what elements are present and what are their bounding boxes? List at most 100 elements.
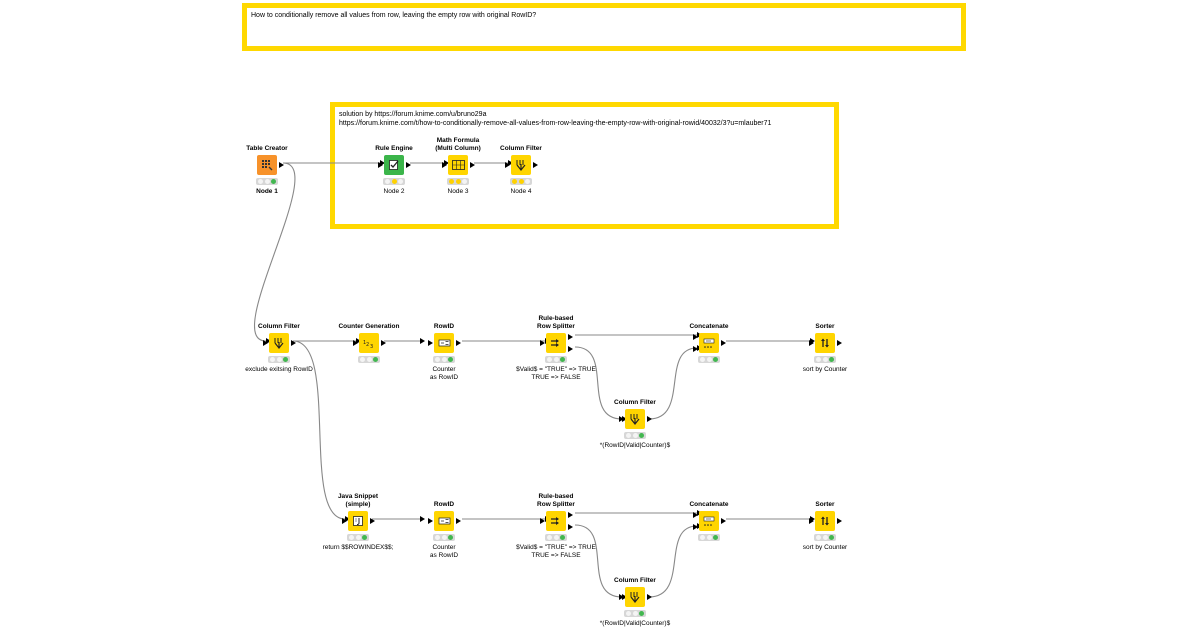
node-column-filter-exclude[interactable]: Column Filter exclude exitsing RowID	[214, 315, 344, 374]
node-status	[545, 534, 567, 541]
input-port[interactable]	[442, 162, 447, 168]
input-port[interactable]	[353, 340, 358, 346]
output-port[interactable]	[837, 340, 842, 346]
input-port[interactable]	[619, 416, 624, 422]
node-label[interactable]: Counter as RowID	[429, 366, 459, 381]
svg-text:2: 2	[366, 342, 369, 348]
output-port[interactable]	[370, 518, 375, 524]
node-status	[347, 534, 369, 541]
output-port[interactable]	[406, 162, 411, 168]
node-label[interactable]: *(RowID|Valid|Counter)$	[599, 620, 671, 627]
node-sorter-1[interactable]: Sorter sort by Counter	[760, 315, 890, 374]
output-port-bottom[interactable]	[568, 346, 573, 352]
node-row-splitter-2[interactable]: Rule-based Row Splitter $Valid$ = "TRUE"…	[491, 485, 621, 560]
node-status	[624, 610, 646, 617]
node-label[interactable]: exclude exitsing RowID	[245, 366, 313, 373]
node-status	[698, 356, 720, 363]
input-port[interactable]	[263, 340, 268, 346]
node-column-filter-2[interactable]: Column Filter *(RowID|Valid|Counter)$	[570, 391, 700, 450]
node-title: Math Formula (Multi Column)	[435, 137, 481, 152]
table-creator-icon	[257, 155, 277, 175]
output-port[interactable]	[470, 162, 475, 168]
output-port[interactable]	[456, 518, 461, 524]
output-port[interactable]	[721, 518, 726, 524]
question-annotation[interactable]: How to conditionally remove all values f…	[242, 3, 966, 51]
output-port-top[interactable]	[568, 512, 573, 518]
input-port[interactable]	[540, 340, 545, 346]
node-status	[433, 534, 455, 541]
node-title: Rule Engine	[375, 145, 413, 152]
node-label[interactable]: $Valid$ = "TRUE" => TRUE TRUE => FALSE	[516, 544, 596, 559]
svg-text:3: 3	[370, 344, 373, 348]
node-column-filter-top[interactable]: Column Filter Node 4	[456, 137, 586, 196]
node-title: Java Snippet (simple)	[337, 493, 379, 508]
input-port[interactable]	[428, 518, 433, 524]
node-title: Concatenate	[689, 323, 729, 330]
node-label[interactable]: sort by Counter	[802, 366, 848, 373]
input-port[interactable]	[378, 162, 383, 168]
node-label[interactable]: return $$ROWINDEX$$;	[322, 544, 394, 551]
rowid-icon	[434, 511, 454, 531]
output-port-bottom[interactable]	[568, 524, 573, 530]
node-title: Table Creator	[246, 145, 288, 152]
node-concatenate-2[interactable]: Concatenate	[644, 493, 774, 544]
node-label[interactable]: Counter as RowID	[429, 544, 459, 559]
node-title: Column Filter	[500, 145, 542, 152]
node-rowid-2[interactable]: RowID Counter as RowID	[379, 493, 509, 560]
output-port[interactable]	[533, 162, 538, 168]
column-filter-icon	[511, 155, 531, 175]
node-concatenate-1[interactable]: Concatenate	[644, 315, 774, 366]
solution-annotation[interactable]: solution by https://forum.knime.com/u/br…	[330, 102, 839, 229]
concatenate-icon	[699, 511, 719, 531]
node-label[interactable]: Node 3	[447, 188, 469, 195]
wire-columnfilter2-concatenate1	[648, 347, 698, 420]
node-label[interactable]: Node 2	[383, 188, 405, 195]
node-sorter-2[interactable]: Sorter sort by Counter	[760, 493, 890, 552]
node-label[interactable]: $Valid$ = "TRUE" => TRUE TRUE => FALSE	[516, 366, 596, 381]
input-port-top[interactable]	[693, 334, 698, 340]
wire-columnfilter1-javasnippet	[292, 340, 346, 520]
node-label[interactable]: Node 1	[256, 188, 278, 195]
input-port-bottom[interactable]	[693, 524, 698, 530]
node-label[interactable]: sort by Counter	[802, 544, 848, 551]
output-port[interactable]	[279, 162, 284, 168]
output-port[interactable]	[647, 416, 652, 422]
input-port-top[interactable]	[693, 512, 698, 518]
node-label[interactable]: Node 4	[510, 188, 532, 195]
input-port[interactable]	[809, 340, 814, 346]
input-port[interactable]	[342, 518, 347, 524]
node-status	[814, 356, 836, 363]
question-text: How to conditionally remove all values f…	[251, 12, 537, 19]
output-port[interactable]	[291, 340, 296, 346]
output-port[interactable]	[721, 340, 726, 346]
node-title: Column Filter	[614, 399, 656, 406]
output-port[interactable]	[647, 594, 652, 600]
input-port[interactable]	[540, 518, 545, 524]
node-java-snippet[interactable]: Java Snippet (simple) return $$ROWINDEX$…	[293, 485, 423, 552]
node-status	[433, 356, 455, 363]
node-column-filter-3[interactable]: Column Filter *(RowID|Valid|Counter)$	[570, 569, 700, 628]
node-label[interactable]: *(RowID|Valid|Counter)$	[599, 442, 671, 449]
node-row-splitter-1[interactable]: Rule-based Row Splitter $Valid$ = "TRUE"…	[491, 307, 621, 382]
wire-tablecreator-columnfilter1	[254, 162, 296, 342]
input-port[interactable]	[809, 518, 814, 524]
node-rowid-1[interactable]: RowID Counter as RowID	[379, 315, 509, 382]
node-table-creator[interactable]: Table Creator Node 1	[202, 137, 332, 196]
rowid-icon	[434, 333, 454, 353]
output-port[interactable]	[837, 518, 842, 524]
input-port-bottom[interactable]	[693, 346, 698, 352]
node-math-formula[interactable]: Math Formula (Multi Column) Node 3	[393, 129, 523, 196]
sorter-icon	[815, 333, 835, 353]
input-port[interactable]	[505, 162, 510, 168]
output-port[interactable]	[381, 340, 386, 346]
input-port[interactable]	[619, 594, 624, 600]
node-status	[624, 432, 646, 439]
input-port[interactable]	[428, 340, 433, 346]
output-port[interactable]	[456, 340, 461, 346]
node-status	[447, 178, 469, 185]
node-title: RowID	[433, 501, 455, 508]
node-rule-engine[interactable]: Rule Engine Node 2	[329, 137, 459, 196]
output-port-top[interactable]	[568, 334, 573, 340]
